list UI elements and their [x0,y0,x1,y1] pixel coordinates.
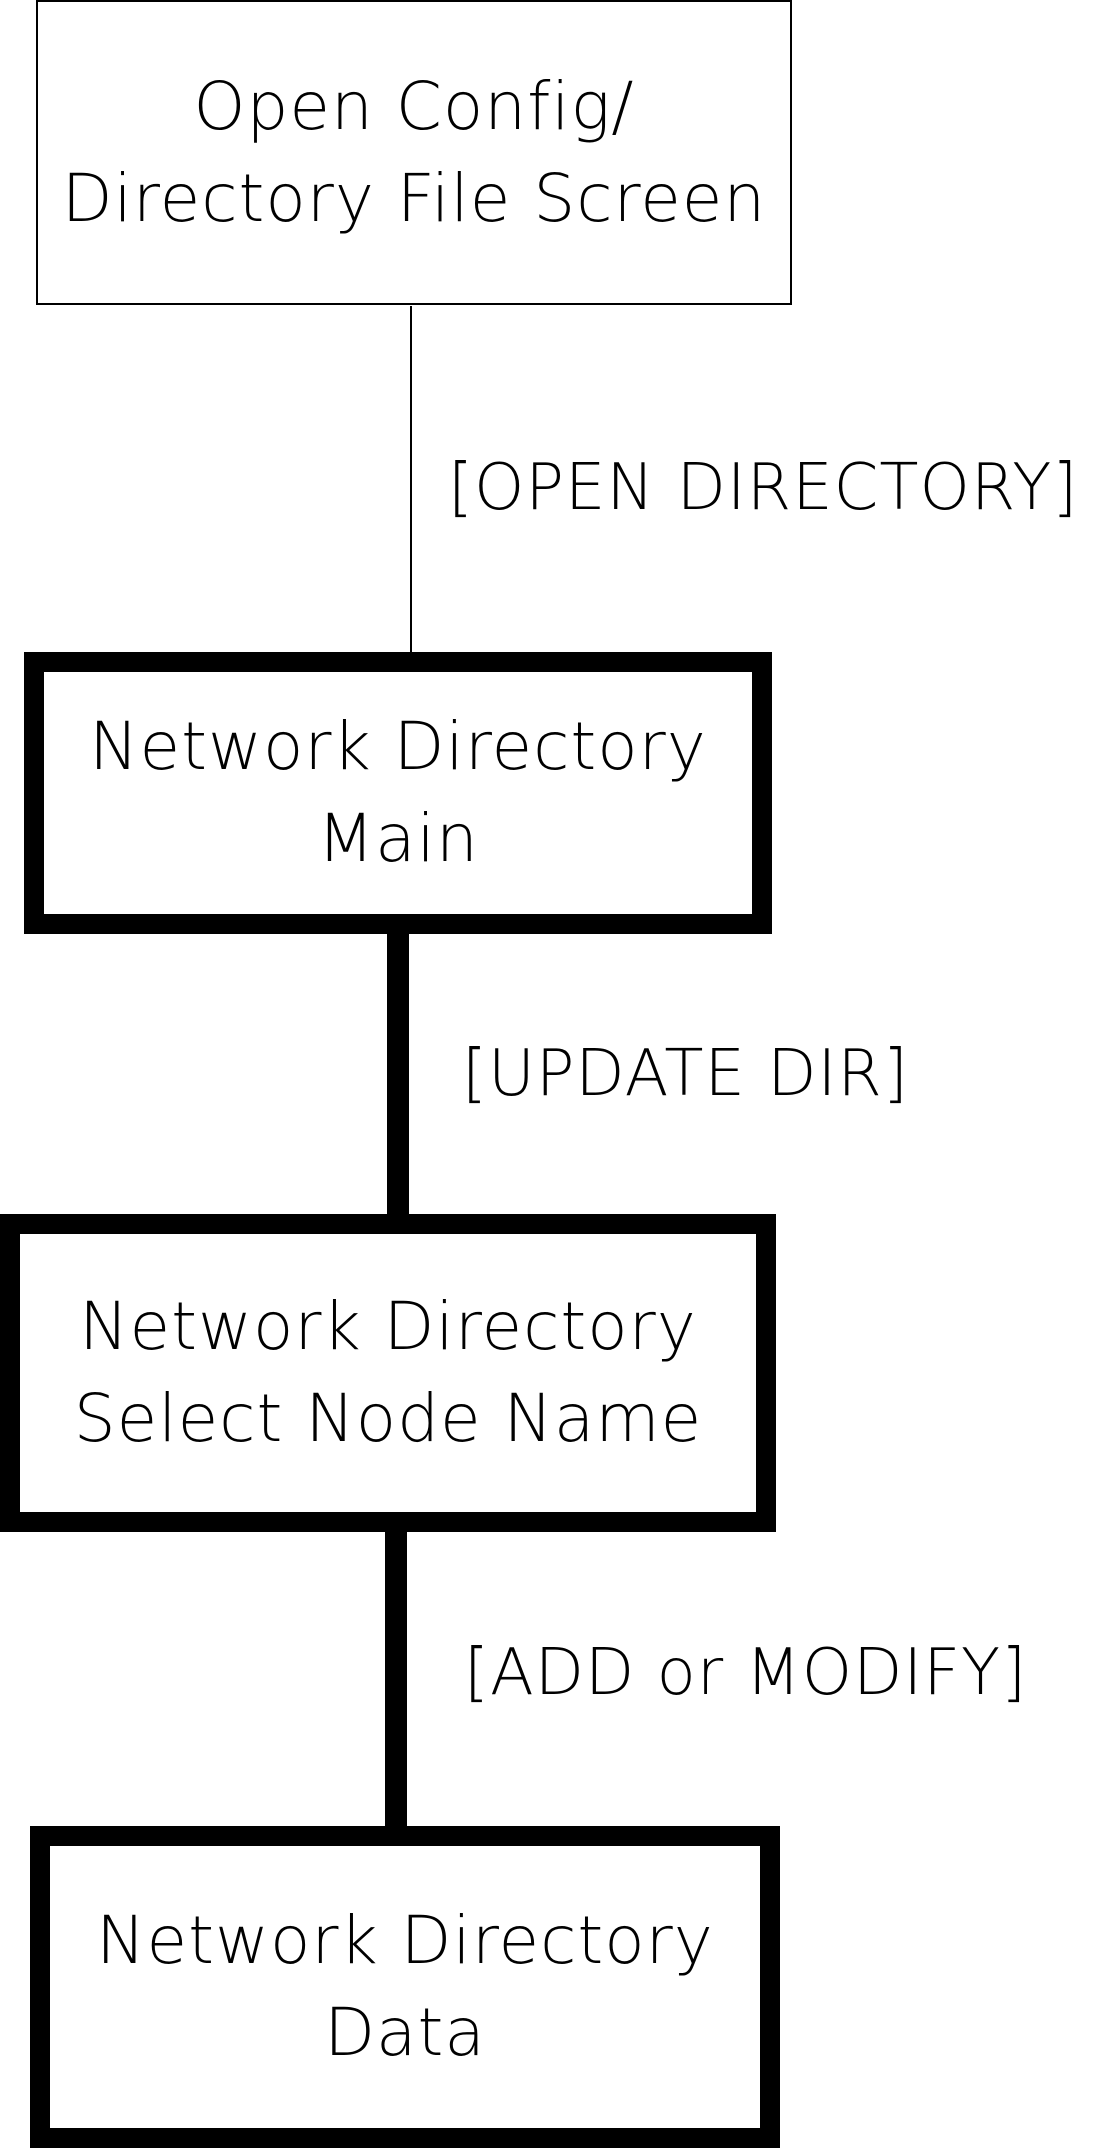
node-open-config-line-2: Directory File Screen [61,159,767,237]
node-main-line-1: Network Directory [89,708,707,785]
node-main: Network Directory Main [24,652,772,934]
edge-label-add-or-modify: [ADD or MODIFY] [464,1636,1028,1710]
node-data-line-2: Data [324,1994,486,2071]
node-select-node: Network Directory Select Node Name [0,1214,776,1532]
connector-select-to-data [385,1528,407,1831]
connector-main-to-select [387,931,409,1219]
node-data-line-1: Network Directory [96,1902,714,1979]
node-main-line-2: Main [317,800,479,877]
connector-open-to-main [410,306,412,654]
node-data: Network Directory Data [30,1826,780,2148]
edge-label-open-directory: [OPEN DIRECTORY] [448,451,1079,525]
node-select-node-line-1: Network Directory [79,1288,697,1365]
edge-label-update-dir: [UPDATE DIR] [462,1037,909,1111]
node-select-node-line-2: Select Node Name [73,1380,703,1457]
node-open-config-line-1: Open Config/ [193,67,635,145]
node-open-config: Open Config/ Directory File Screen [36,0,792,305]
